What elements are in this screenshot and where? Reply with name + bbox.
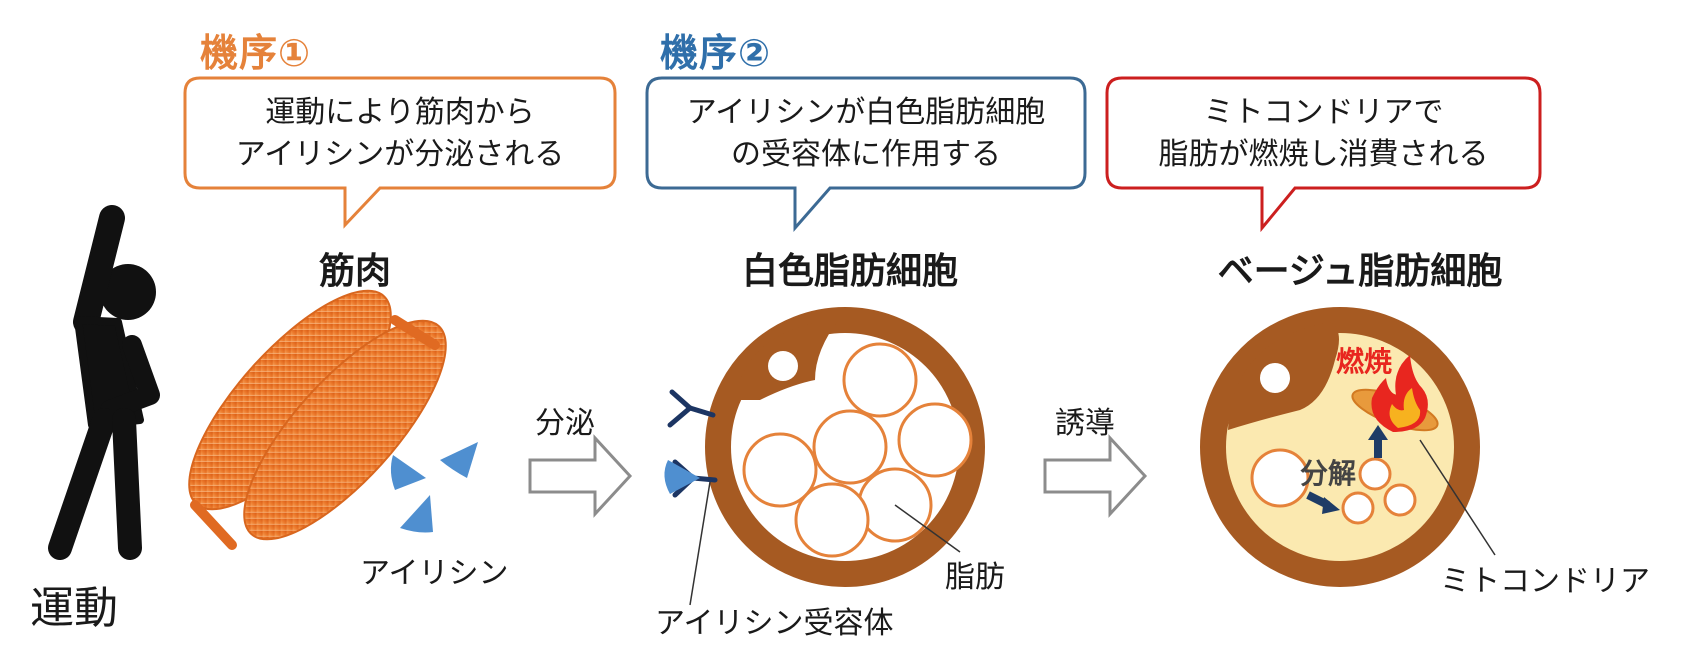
bubble-1-text: 運動により筋肉から アイリシンが分泌される	[185, 92, 615, 176]
beige-fat-cell	[1200, 307, 1480, 587]
bubble-3-text: ミトコンドリアで 脂肪が燃焼し消費される	[1107, 92, 1540, 176]
hollow-right-arrow-icon-1	[528, 434, 633, 518]
bubble-3-line-1: ミトコンドリアで	[1203, 95, 1444, 130]
mechanism-2-label: 機序②	[660, 31, 772, 75]
irisin-bound	[664, 460, 700, 494]
white-fat-cell	[705, 307, 985, 587]
muscle-icon	[188, 289, 447, 550]
bubble-2-text: アイリシンが白色脂肪細胞 の受容体に作用する	[647, 92, 1085, 176]
burning-label: 燃焼	[1336, 345, 1393, 378]
mechanism-1-label: 機序①	[200, 31, 312, 75]
decomposition-label: 分解	[1300, 457, 1357, 490]
fat-leader	[894, 504, 961, 553]
bubble-1-shape	[183, 76, 617, 229]
secretion-label: 分泌	[535, 406, 595, 441]
induction-label: 誘導	[1055, 406, 1115, 441]
bubble-2-line-1: アイリシンが白色脂肪細胞	[686, 95, 1046, 130]
bubble-1-line-1: 運動により筋肉から	[265, 95, 535, 130]
receptor-label: アイリシン受容体	[655, 606, 894, 641]
beige-fat-title: ベージュ脂肪細胞	[1217, 251, 1503, 292]
bubble-2-shape	[645, 76, 1087, 232]
muscle-title: 筋肉	[318, 251, 391, 292]
receptor-leader	[689, 481, 711, 606]
irisin-molecules	[390, 442, 478, 533]
mitochondria-label: ミトコンドリア	[1440, 564, 1650, 599]
stretching-person-icon	[48, 205, 160, 560]
hollow-right-arrow-icon-2	[1043, 434, 1148, 518]
flame-icon	[1371, 355, 1428, 432]
exercise-label: 運動	[30, 583, 118, 634]
white-fat-title: 白色脂肪細胞	[741, 251, 958, 292]
mitochondria-leader	[1419, 439, 1496, 556]
fat-label: 脂肪	[945, 560, 1005, 595]
bubble-3-line-2: 脂肪が燃焼し消費される	[1158, 137, 1489, 172]
irisin-label: アイリシン	[360, 556, 509, 591]
bubble-3-shape	[1105, 76, 1542, 233]
bubble-1-line-2: アイリシンが分泌される	[235, 137, 565, 172]
bubble-2-line-2: の受容体に作用する	[731, 137, 1001, 172]
